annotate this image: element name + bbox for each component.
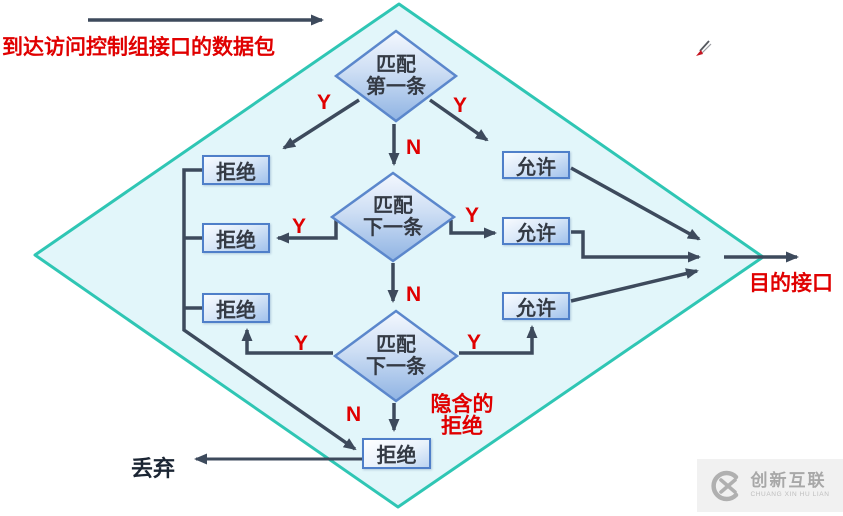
page-title: 到达访问控制组接口的数据包 xyxy=(2,36,275,59)
decision3-label: 匹配 下一条 xyxy=(341,334,451,378)
arrow-decision1-yes-right xyxy=(428,98,489,142)
decision2-label: 匹配 下一条 xyxy=(338,195,448,239)
decision3-line2: 下一条 xyxy=(366,356,426,378)
decision2-line2: 下一条 xyxy=(363,217,423,239)
watermark-text: 创新互联 CHUANG XIN HU LIAN xyxy=(750,472,829,499)
deny-box-2: 拒绝 xyxy=(202,223,270,253)
arrow-permit3-to-destination xyxy=(570,268,699,303)
decision3-diamond-shape xyxy=(332,309,460,403)
decision1-line2: 第一条 xyxy=(366,76,426,98)
deny-box-3: 拒绝 xyxy=(202,293,270,323)
watermark-panel: 创新互联 CHUANG XIN HU LIAN xyxy=(697,459,843,512)
decision2-line1: 匹配 xyxy=(373,195,413,217)
watermark-brand: 创新互联 xyxy=(750,471,827,491)
arrow-decision2-yes-left xyxy=(276,220,338,244)
decision2-diamond-shape xyxy=(329,171,457,263)
decision1-diamond-shape xyxy=(333,29,459,123)
yes-label-d1-right: Y xyxy=(453,94,468,117)
decision1-line1: 匹配 xyxy=(376,54,416,76)
permit-box-2: 允许 xyxy=(502,217,570,245)
no-label-d1: N xyxy=(406,136,422,159)
arrow-decision1-yes-left xyxy=(282,98,360,150)
no-label-d3: N xyxy=(346,403,362,426)
arrow-permit2-to-destination xyxy=(571,230,701,263)
implicit-deny-box: 拒绝 xyxy=(362,438,431,469)
permit-box-3: 允许 xyxy=(502,292,570,320)
no-label-d2: N xyxy=(406,283,422,306)
permit-box-1: 允许 xyxy=(502,151,570,179)
arrow-deny-column-to-implicit-deny xyxy=(182,168,357,451)
yes-label-d1-left: Y xyxy=(317,91,332,114)
arrow-decision2-yes-right xyxy=(449,220,497,239)
implicit-deny-line1: 隐含的 xyxy=(430,393,494,416)
chuangxinhulian-logo-icon xyxy=(711,470,739,501)
yes-label-d2-left: Y xyxy=(292,215,307,238)
arrow-decision3-yes-right xyxy=(459,325,538,355)
yes-label-d3-left: Y xyxy=(294,332,309,355)
decision3-line1: 匹配 xyxy=(376,334,416,356)
pen-cursor-icon xyxy=(692,38,714,65)
arrow-decision3-yes-left xyxy=(241,328,333,355)
deny-box-1: 拒绝 xyxy=(202,155,270,185)
destination-interface-label: 目的接口 xyxy=(749,272,833,295)
yes-label-d3-right: Y xyxy=(467,331,482,354)
implicit-deny-annotation: 隐含的 拒绝 xyxy=(427,394,497,438)
pen-cursor-glyph xyxy=(696,40,712,56)
implicit-deny-line2: 拒绝 xyxy=(441,415,483,438)
yes-label-d2-right: Y xyxy=(465,204,480,227)
arrow-permit1-to-destination xyxy=(570,166,701,241)
decision1-label: 匹配 第一条 xyxy=(341,54,451,98)
watermark-brand-latin: CHUANG XIN HU LIAN xyxy=(750,491,830,499)
discard-label: 丢弃 xyxy=(131,456,176,481)
